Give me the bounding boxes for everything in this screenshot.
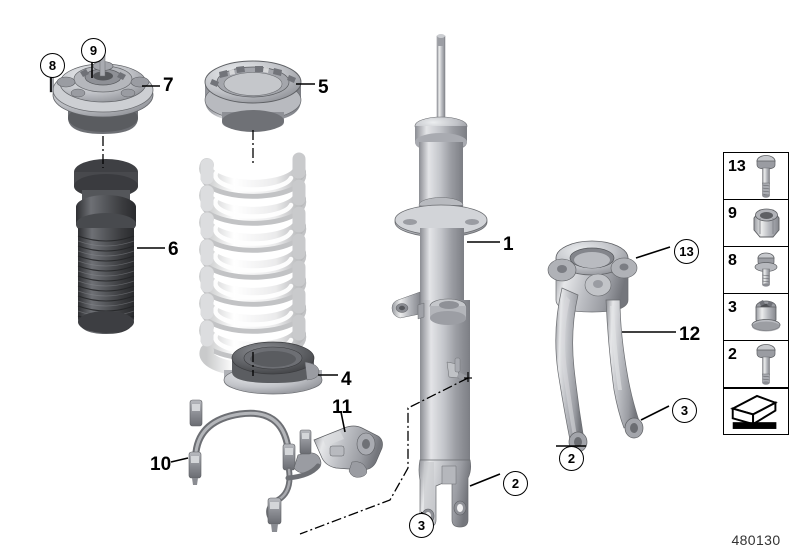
callout-13[interactable]: 13 (674, 239, 699, 264)
part-6-dust-boot-bellows (74, 159, 138, 334)
assembly-axis-lines (102, 130, 469, 535)
callout-10[interactable]: 10 (150, 454, 172, 475)
fastener-cell[interactable]: 8 (724, 247, 788, 294)
part-11-mounting-bracket (313, 425, 383, 478)
sensor-pointer (464, 372, 472, 382)
fastener-legend-table: 13 9 8 (723, 152, 789, 435)
fastener-cell[interactable]: 2 (724, 341, 788, 388)
fastener-number: 9 (728, 205, 737, 222)
flange-nut-icon (751, 300, 781, 332)
callout-3[interactable]: 3 (409, 513, 434, 538)
callout-2[interactable]: 2 (503, 471, 528, 496)
hex-nut-icon (753, 208, 780, 238)
flange-screw-icon (754, 252, 778, 287)
fastener-number: 2 (728, 346, 737, 363)
part-10-sensor-cable-harness (188, 399, 322, 532)
fastener-number: 8 (728, 252, 737, 269)
callout-11[interactable]: 11 (332, 397, 353, 418)
hex-bolt-short-icon (756, 344, 776, 385)
callout-9[interactable]: 9 (81, 38, 106, 63)
part-4-lower-spring-pad (223, 341, 323, 395)
part-5-upper-spring-pad (204, 60, 302, 132)
callout-4[interactable]: 4 (341, 369, 352, 390)
callout-3[interactable]: 3 (672, 398, 697, 423)
coil-spring (199, 152, 307, 377)
fastener-cell[interactable]: 9 (724, 200, 788, 247)
part-12-steering-knuckle (547, 240, 644, 453)
callout-2[interactable]: 2 (559, 446, 584, 471)
fastener-number: 13 (728, 158, 746, 175)
direction-arrow-icon (730, 394, 778, 429)
part-7-strut-top-mount (49, 49, 154, 134)
callout-12[interactable]: 12 (679, 324, 701, 345)
direction-arrow-cell (724, 388, 788, 434)
diagram-number: 480130 (731, 532, 781, 548)
callout-6[interactable]: 6 (168, 239, 179, 260)
fastener-number: 3 (728, 299, 737, 316)
callout-1[interactable]: 1 (503, 234, 514, 255)
part-1-shock-absorber-strut (391, 34, 488, 528)
callout-5[interactable]: 5 (318, 77, 329, 98)
fastener-cell[interactable]: 13 (724, 153, 788, 200)
callout-8[interactable]: 8 (40, 53, 65, 78)
hex-bolt-long-icon (756, 155, 776, 198)
callout-7[interactable]: 7 (163, 75, 174, 96)
fastener-cell[interactable]: 3 (724, 294, 788, 341)
